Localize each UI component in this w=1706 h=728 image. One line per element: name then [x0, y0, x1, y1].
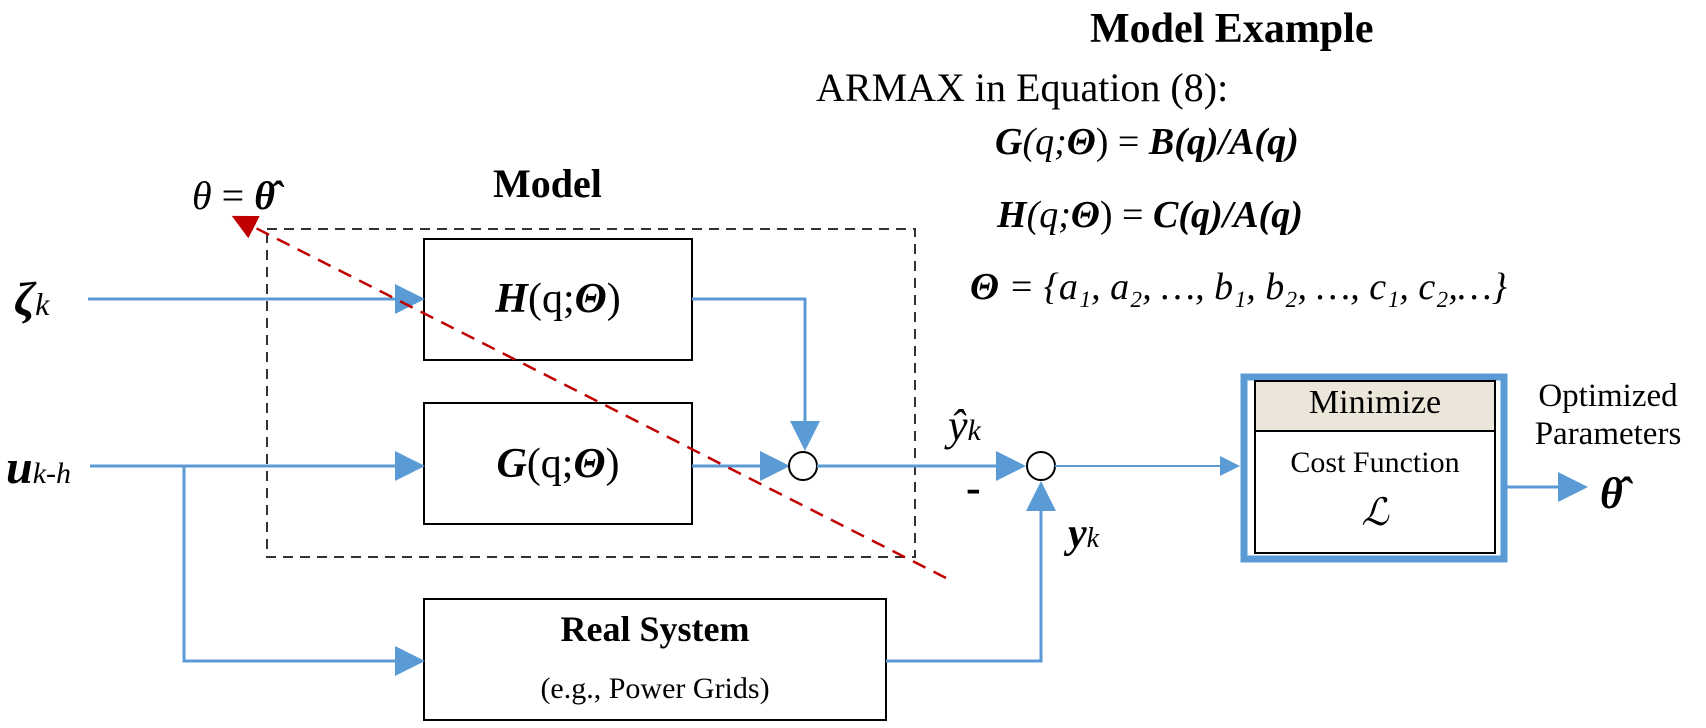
loss-symbol: ℒ [1361, 492, 1389, 534]
theta-set-expr: = {a₁, a₂, …, b₁, b₂, …, c₁, c₂,…} [999, 266, 1507, 308]
real-system-subtitle: (e.g., Power Grids) [540, 672, 770, 705]
armax-equation-line: ARMAX in Equation (8): [816, 65, 1229, 110]
theta-set-equation: Θ = {a₁, a₂, …, b₁, b₂, …, c₁, c₂,…} [970, 265, 1507, 309]
theta-set-symbol: Θ [970, 266, 1000, 308]
y-label: yk [1068, 510, 1099, 558]
theta-assign-lhs: θ [192, 173, 212, 218]
real-system-title: Real System [560, 609, 750, 649]
equation-h-args: (q; [1026, 194, 1071, 236]
model-dashed-frame [266, 228, 916, 558]
g-block-label: G(q;Θ) [424, 440, 692, 488]
g-block-close: ) [605, 441, 620, 487]
g-block-args: (q; [526, 441, 574, 487]
model-example-title: Model Example [1090, 6, 1374, 52]
real-system-output-line [886, 481, 1056, 663]
real-system-block [423, 598, 887, 721]
g-block-symbol: G [496, 441, 527, 487]
cost-function-label: Cost Function [1290, 446, 1460, 479]
y-symbol: y [1068, 511, 1087, 557]
h-output-line [692, 297, 820, 451]
equation-g-args: (q; [1022, 121, 1067, 163]
theta-assign-rhs: θ̂ [254, 173, 275, 218]
parameters-label: Parameters [1534, 416, 1682, 452]
u-symbol: u [6, 441, 33, 494]
h-block-args: (q; [527, 276, 575, 322]
h-block-symbol: H [495, 276, 528, 322]
equation-g-rhs: B(q)/A(q) [1148, 121, 1299, 163]
g-block-theta: Θ [573, 441, 606, 487]
h-block-theta: Θ [574, 276, 607, 322]
y-hat-label: ŷk [948, 400, 981, 451]
zeta-label: ζk [14, 272, 49, 327]
g-block [423, 402, 693, 525]
minimize-header-label: Minimize [1308, 384, 1442, 421]
optimizer-body [1254, 430, 1496, 554]
y-subscript: k [1086, 523, 1100, 554]
h-block-close: ) [606, 276, 621, 322]
h-block-label: H(q;Θ) [424, 275, 692, 323]
equation-h-symbol: H [997, 194, 1027, 236]
theta-hat-output: θ̂ [1600, 469, 1623, 518]
theta-assign-eq: = [211, 173, 255, 218]
summing-junction-1 [788, 451, 818, 481]
u-subscript: k-h [32, 457, 72, 490]
optimized-label: Optimized [1538, 378, 1678, 414]
minus-sign: - [966, 463, 981, 512]
equation-g-theta: Θ [1066, 121, 1096, 163]
y-hat-subscript: k [967, 414, 981, 447]
equation-h-theta: Θ [1070, 194, 1100, 236]
model-label: Model [493, 161, 602, 206]
equation-g: G(q;Θ) = B(q)/A(q) [995, 120, 1299, 164]
summing-junction-2 [1026, 451, 1056, 481]
equation-h-rhs: C(q)/A(q) [1152, 194, 1303, 236]
equation-h: H(q;Θ) = C(q)/A(q) [997, 193, 1303, 237]
equation-g-equals: ) = [1095, 121, 1149, 163]
equation-h-equals: ) = [1099, 194, 1153, 236]
parameter-update-dashed-line [231, 215, 947, 580]
zeta-subscript: k [35, 286, 50, 322]
u-label: uk-h [6, 440, 71, 495]
equation-g-symbol: G [995, 121, 1023, 163]
h-block [423, 238, 693, 361]
y-hat-symbol: ŷ [948, 401, 968, 450]
u-branch-line [182, 466, 425, 676]
zeta-symbol: ζ [14, 273, 36, 326]
theta-assignment: θ = θ̂ [192, 172, 275, 219]
